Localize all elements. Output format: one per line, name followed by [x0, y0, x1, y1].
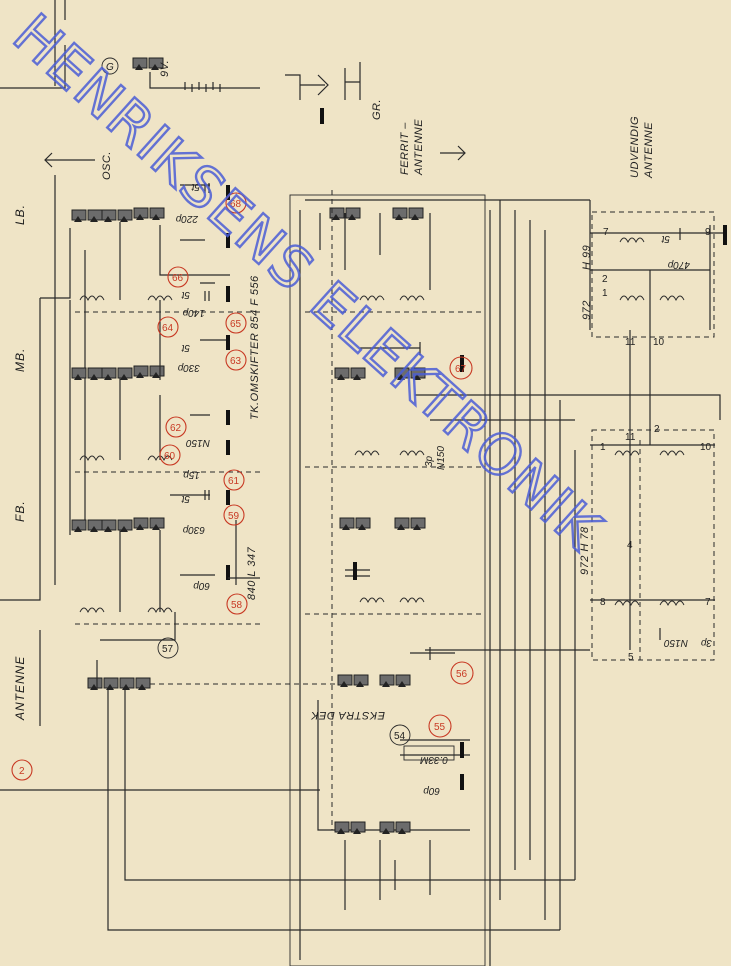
ref-840-label: 840 L 347 [246, 546, 258, 600]
ref-2: 2 [19, 766, 25, 777]
pin-numbers: 7 9 2 1 11 10 1 11 2 10 4 8 7 5 [600, 227, 712, 663]
cap-3p-a-label: 3p [424, 455, 435, 467]
pin-1b: 1 [600, 442, 606, 453]
n150-c-label: N150 [664, 637, 688, 648]
pin-11b: 11 [625, 432, 636, 443]
cap-5t-e-label: 5t [660, 233, 670, 244]
ekstra-dek-label: EKSTRA DEK [311, 709, 385, 721]
cap-60p-b-label: 60p [423, 785, 440, 796]
pin-9: 9 [705, 227, 711, 238]
cap-5t-a-label: 5t [190, 181, 200, 192]
cap-3p-b-label: 3p [700, 637, 712, 648]
gr-jack [285, 62, 361, 124]
ref-54: 54 [394, 731, 406, 742]
band-switch-section [0, 175, 260, 641]
osc-label: OSC. [101, 151, 113, 180]
ref-56: 56 [456, 669, 468, 680]
battery-label: 9V. [159, 60, 171, 77]
ferrit-section [289, 190, 721, 966]
pin-8: 8 [600, 597, 606, 608]
ref-63: 63 [230, 356, 242, 367]
ref-55: 55 [434, 722, 446, 733]
cap-5t-c-label: 5t [180, 342, 190, 353]
h99-label: H 99 [581, 245, 593, 270]
gr-label: GR. [371, 99, 383, 120]
ref-60: 60 [164, 451, 176, 462]
ref-65: 65 [230, 319, 242, 330]
udvendig-label-1: UDVENDIG [629, 116, 641, 178]
udvendig-label-2: ANTENNE [643, 122, 655, 179]
pin-4: 4 [627, 540, 633, 551]
cap-330p-label: 330p [177, 362, 200, 373]
pin-5: 5 [628, 652, 634, 663]
pin-2b: 2 [654, 424, 660, 435]
ref-67: 67 [455, 364, 467, 375]
watermark: HENRIKSENS ELEKTRONIK [1, 2, 614, 563]
ref-64: 64 [162, 323, 174, 334]
ref-57: 57 [162, 644, 174, 655]
ferrit-label-2: ANTENNE [413, 119, 425, 176]
band-label-fb: FB. [13, 500, 27, 522]
pin-10a: 10 [653, 337, 665, 348]
battery-symbol [184, 82, 221, 92]
tk-omskifter-label: TK.OMSKIFTER 854 F 556 [249, 275, 261, 420]
ref-62: 62 [170, 423, 182, 434]
n150-a-label: N150 [186, 437, 210, 448]
refs-left: 68 66 64 65 63 62 60 61 59 58 57 2 [11, 192, 248, 781]
cap-5t-b-label: 5t [180, 289, 190, 300]
refs-right: 67 56 54 55 [389, 356, 474, 746]
g-label: G [106, 62, 114, 73]
pin-7a: 7 [603, 227, 609, 238]
r-033m-label: 0.33M [420, 754, 448, 765]
n972-label: 972 [581, 300, 593, 320]
ref-61: 61 [228, 476, 240, 487]
cap-630p-label: 630p [182, 524, 205, 535]
generator-symbol [101, 57, 119, 75]
antenne-label: ANTENNE [13, 656, 27, 721]
h78-label: 972 H 78 [579, 526, 591, 575]
coil-h99: 5t 470p [589, 200, 727, 338]
cap-15p-label: 15p [183, 469, 200, 480]
ferrit-arrow [440, 145, 466, 161]
cap-470p-label: 470p [667, 259, 690, 270]
top-area: G 9V. GR. OSC. [0, 0, 383, 180]
band-label-mb: MB. [13, 348, 27, 372]
ref-59: 59 [228, 511, 240, 522]
ref-58: 58 [231, 600, 243, 611]
coil-h78: 3p N150 [590, 330, 715, 661]
pin-7b: 7 [705, 597, 711, 608]
antenna-switch [0, 660, 575, 931]
pin-11a: 11 [625, 337, 636, 348]
osc-arrow [44, 152, 95, 168]
pin-2a: 2 [602, 274, 608, 285]
cap-220p-label: 220p [175, 213, 199, 224]
ferrit-label-1: FERRIT – [399, 122, 411, 175]
component-values: 220p 5t 140p 5t 330p 5t N150 15p 5t 630p… [175, 181, 210, 591]
pin-10b: 10 [700, 442, 712, 453]
pin-1a: 1 [602, 288, 608, 299]
ref-68: 68 [230, 199, 242, 210]
n150-b-label: N150 [436, 446, 447, 470]
ref-66: 66 [172, 273, 184, 284]
band-label-lb: LB. [13, 204, 27, 225]
cap-60p-a-label: 60p [193, 580, 210, 591]
cap-5t-d-label: 5t [180, 493, 190, 504]
cap-140p-label: 140p [182, 307, 205, 318]
